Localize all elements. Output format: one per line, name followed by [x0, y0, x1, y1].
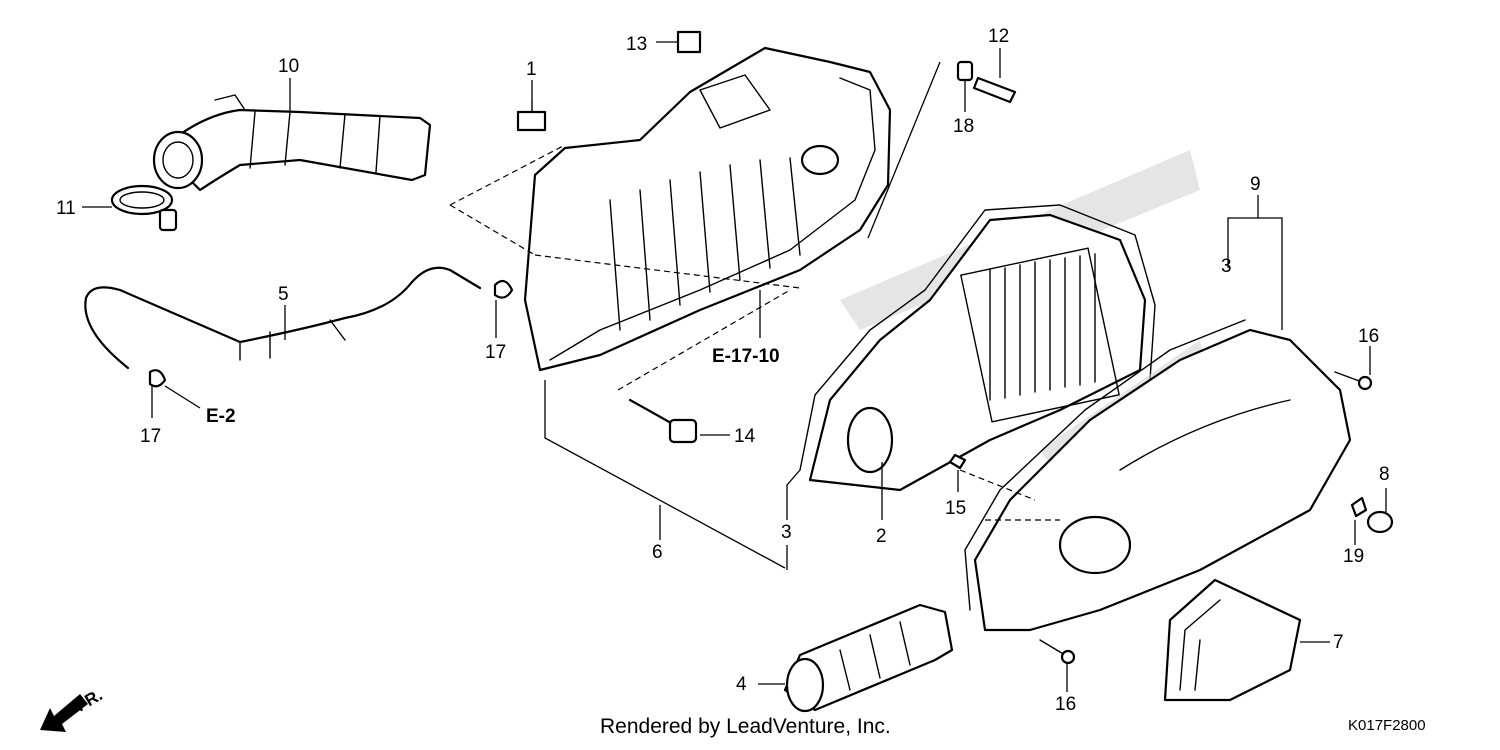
callout-2: 2 — [876, 526, 887, 547]
screw-14 — [628, 398, 698, 444]
air-cleaner-element — [799, 150, 1200, 492]
intake-duct — [152, 94, 432, 192]
reference-e-2: E-2 — [206, 406, 236, 427]
callout-14: 14 — [734, 426, 756, 447]
callout-17-upper: 17 — [485, 342, 506, 363]
callout-19: 19 — [1343, 546, 1364, 567]
band-clamp — [110, 184, 178, 232]
screw-16-upper — [1334, 371, 1373, 391]
diagram-code: K017F2800 — [1348, 717, 1426, 734]
callout-6: 6 — [652, 542, 663, 563]
callout-15: 15 — [945, 498, 966, 519]
screw-15 — [948, 453, 967, 470]
callout-9: 9 — [1250, 174, 1261, 195]
callout-1: 1 — [526, 59, 537, 80]
clip-17-upper — [493, 279, 514, 299]
air-cleaner-case — [523, 46, 892, 372]
air-cleaner-cover — [964, 319, 1352, 632]
callout-5: 5 — [278, 284, 289, 305]
callout-3-left: 3 — [781, 522, 792, 543]
callout-7: 7 — [1333, 632, 1344, 653]
callout-11: 11 — [56, 198, 76, 219]
callout-18: 18 — [953, 116, 974, 137]
callout-16-lower: 16 — [1055, 694, 1076, 715]
front-arrow-icon — [40, 694, 88, 732]
callout-8: 8 — [1379, 464, 1390, 485]
connecting-tube — [783, 603, 954, 713]
credit-text: Rendered by LeadVenture, Inc. — [600, 715, 891, 738]
callout-10: 10 — [278, 56, 299, 77]
breather-tube — [84, 266, 482, 370]
plug-8 — [1366, 510, 1394, 534]
callout-4: 4 — [736, 674, 747, 695]
callout-16-upper: 16 — [1358, 326, 1379, 347]
collar-12 — [972, 76, 1017, 104]
screw-16-lower — [1039, 639, 1076, 665]
callout-12: 12 — [988, 26, 1009, 47]
bolt-1 — [516, 99, 547, 132]
callout-17-lower: 17 — [140, 426, 161, 447]
clip-19 — [1350, 496, 1368, 518]
callout-3-right: 3 — [1221, 256, 1232, 277]
nut-clip — [676, 30, 702, 54]
clip-18 — [956, 60, 974, 82]
reference-e-17-10: E-17-10 — [712, 346, 780, 367]
clip-17-lower — [148, 369, 167, 388]
callout-13: 13 — [626, 34, 647, 55]
duct-cover — [1163, 578, 1302, 702]
